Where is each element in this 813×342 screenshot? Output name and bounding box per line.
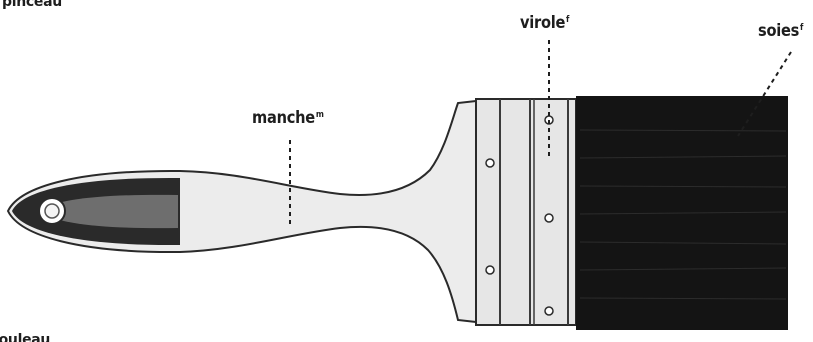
handle-label-text: manche (252, 108, 315, 128)
ferrule (476, 99, 576, 325)
ferrule-gender: f (566, 15, 569, 25)
handle-gender: m (316, 110, 324, 120)
handle-label: manchem (252, 108, 324, 128)
ferrule-label: virolef (520, 13, 569, 33)
bristles-label-text: soies (758, 21, 799, 41)
ferrule-label-text: virole (520, 13, 565, 33)
bristles-gender: f (800, 23, 803, 33)
bristles (576, 96, 788, 330)
bristles-label: soiesf (758, 21, 803, 41)
bottom-fragment: rouleau (0, 332, 50, 342)
title-fragment: pinceau (2, 0, 62, 10)
